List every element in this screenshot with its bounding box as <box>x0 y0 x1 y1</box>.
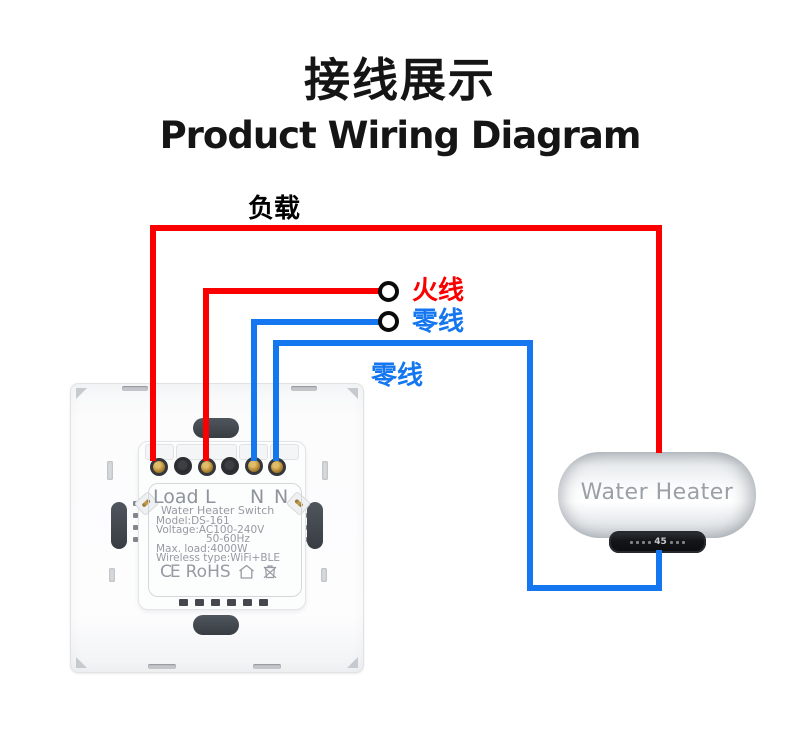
neutral-bottom-label: 零线 <box>371 361 424 391</box>
side-groove <box>109 568 115 582</box>
spec-label-box: Load L N N Water Heater Switch Model:DS-… <box>148 483 302 597</box>
heater-neutral-horizontal-lower <box>527 585 662 591</box>
heater-neutral-vertical-left <box>273 340 279 461</box>
ce-mark-label: CE <box>160 562 181 582</box>
side-groove <box>107 461 113 480</box>
spec-max-load: Max. load:4000W <box>156 543 248 555</box>
house-icon <box>238 564 255 580</box>
mounting-pill-top <box>193 418 239 438</box>
spec-wireless: Wireless type:WiFi+BLE <box>156 552 281 564</box>
certification-row: CE RoHS <box>160 562 278 582</box>
weee-bin-icon <box>262 564 278 580</box>
mounting-pill-right <box>307 502 323 549</box>
plate-corner-mark <box>347 657 358 668</box>
terminal-screw-load <box>150 458 168 476</box>
live-wire-vertical <box>203 288 209 461</box>
neutral-wire-horizontal <box>251 319 380 325</box>
terminal-label-n2: N <box>274 486 289 508</box>
spec-model: Model:DS-161 <box>156 515 230 527</box>
neutral-top-label: 零线 <box>412 307 465 337</box>
panel-temperature-readout: 45 <box>654 537 667 547</box>
water-heater-control-panel: 45 <box>609 531 706 553</box>
heater-neutral-vertical-right <box>656 550 662 591</box>
water-heater-body: Water Heater <box>558 452 756 538</box>
neutral-wire-vertical <box>251 319 257 461</box>
plate-corner-mark <box>76 657 87 668</box>
load-label: 负载 <box>248 194 301 224</box>
page-title-chinese: 接线展示 <box>304 53 496 107</box>
mounting-slot <box>291 386 317 391</box>
spec-product-name: Water Heater Switch <box>161 504 275 517</box>
heater-neutral-vertical-middle <box>527 340 533 591</box>
terminal-screw-hole <box>174 457 192 475</box>
load-wire-horizontal-top <box>150 225 662 231</box>
terminal-label-load: Load <box>153 486 199 508</box>
water-heater-label: Water Heater <box>580 480 734 505</box>
spec-frequency: 50-60Hz <box>206 533 250 545</box>
mounting-pill-left <box>111 502 127 549</box>
plate-corner-mark <box>76 388 87 399</box>
plate-corner-mark <box>347 388 358 399</box>
mounting-pill-bottom <box>193 615 239 635</box>
live-terminal-circle <box>378 281 399 302</box>
side-groove <box>322 461 328 480</box>
terminal-screw-hole <box>221 457 239 475</box>
load-wire-vertical-right <box>656 225 662 453</box>
live-wire-horizontal <box>203 288 380 294</box>
neutral-terminal-circle <box>378 311 399 332</box>
mounting-slot <box>253 664 281 669</box>
mounting-slot <box>148 664 176 669</box>
panel-display: 45 <box>630 537 685 547</box>
rohs-label: RoHS <box>185 562 231 582</box>
terminal-label-n1: N <box>250 486 265 508</box>
terminal-label-l: L <box>205 486 216 508</box>
page-title-english: Product Wiring Diagram <box>159 114 642 157</box>
side-groove <box>321 568 327 582</box>
module-vent-row <box>179 599 268 606</box>
load-wire-vertical-left <box>150 225 156 461</box>
live-label: 火线 <box>412 276 465 306</box>
spec-voltage: Voltage:AC100-240V <box>156 524 265 536</box>
mounting-slot <box>122 386 148 391</box>
switch-back-plate: Load L N N Water Heater Switch Model:DS-… <box>70 383 364 673</box>
heater-neutral-horizontal-upper <box>273 340 533 346</box>
